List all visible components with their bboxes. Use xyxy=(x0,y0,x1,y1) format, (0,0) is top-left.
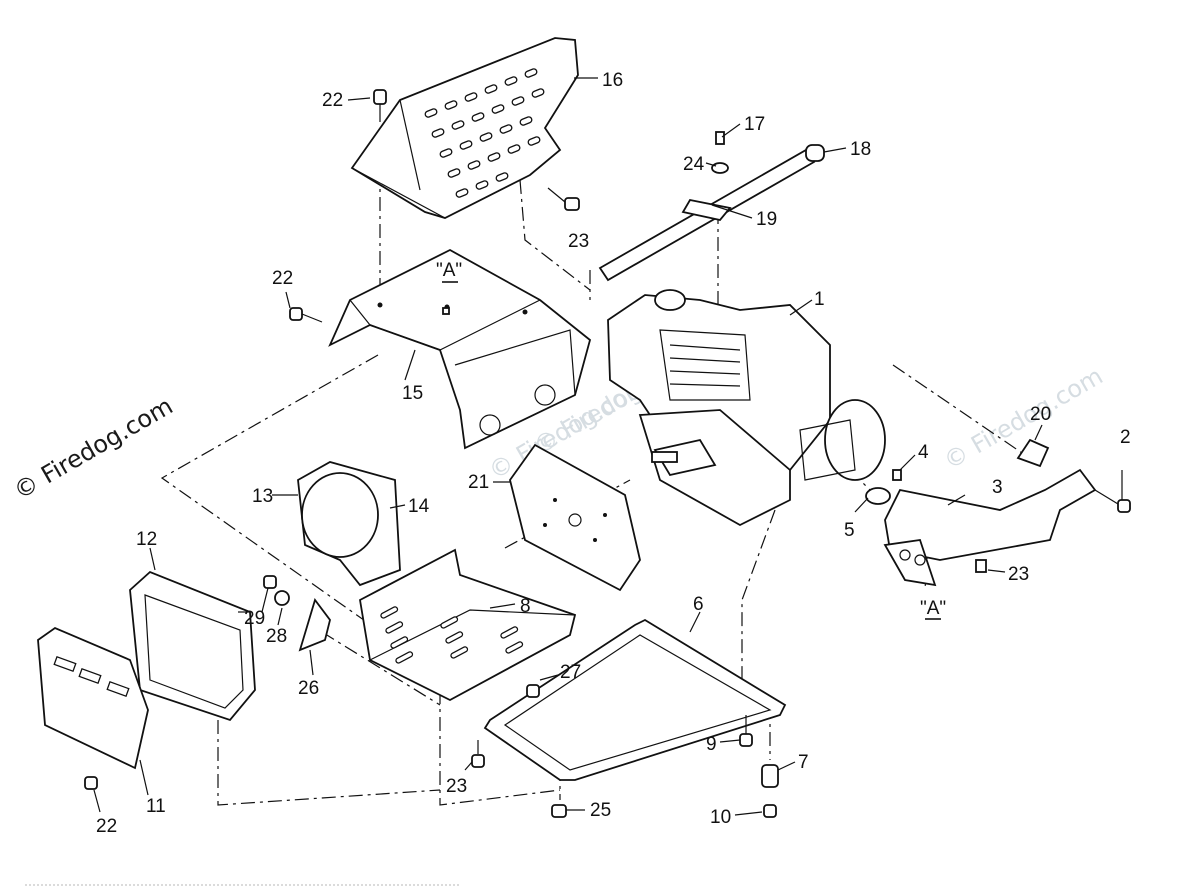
top-cover-16 xyxy=(350,37,579,219)
callout-13: 13 xyxy=(252,486,273,507)
callout-1: 1 xyxy=(814,289,825,310)
callout-28: 28 xyxy=(266,626,287,647)
gasket-20 xyxy=(1016,438,1050,468)
callout-23: 23 xyxy=(446,776,467,797)
panel-11 xyxy=(37,626,149,770)
fan-housing-13-14 xyxy=(297,461,401,587)
callout-8: 8 xyxy=(520,596,531,617)
vent-slots xyxy=(424,68,545,198)
bracket-26 xyxy=(298,598,331,652)
callout-10: 10 xyxy=(710,807,731,828)
muffler-3 xyxy=(883,438,1097,587)
callout-29: 29 xyxy=(244,608,265,629)
cap-18 xyxy=(805,144,825,162)
callout-21: 21 xyxy=(468,472,489,493)
callout-15: 15 xyxy=(402,383,423,404)
engine-1 xyxy=(607,289,886,527)
callout-14: 14 xyxy=(408,496,430,517)
callout-4: 4 xyxy=(918,442,929,463)
callout-19: 19 xyxy=(756,209,777,230)
callout-27: 27 xyxy=(560,662,581,683)
callout-16: 16 xyxy=(602,70,623,91)
callout-2: 2 xyxy=(1120,427,1131,448)
watermark-main: © Firedog.com xyxy=(9,392,178,505)
vent-slots xyxy=(380,606,524,664)
callout-5: 5 xyxy=(844,520,855,541)
callout-22: 22 xyxy=(322,90,343,111)
callout-23: 23 xyxy=(1008,564,1029,585)
plate-21 xyxy=(509,443,641,592)
vent-slots xyxy=(53,655,130,698)
callout-23: 23 xyxy=(568,231,589,252)
callout-22: 22 xyxy=(96,816,117,837)
shroud-15 xyxy=(328,248,592,450)
callout-24: 24 xyxy=(683,154,705,175)
callout-22: 22 xyxy=(272,268,293,289)
callout-3: 3 xyxy=(992,477,1003,498)
callout-26: 26 xyxy=(298,678,319,699)
callout-12: 12 xyxy=(136,529,157,550)
leader-lines xyxy=(93,77,1123,816)
panel-12 xyxy=(129,570,256,722)
callout-9: 9 xyxy=(706,734,717,755)
callout-25: 25 xyxy=(590,800,611,821)
callout-20: 20 xyxy=(1030,404,1051,425)
callout-6: 6 xyxy=(693,594,704,615)
reference-a-top: "A" xyxy=(436,260,462,281)
frame-6 xyxy=(483,618,787,781)
callout-labels: 1 2 3 4 5 6 7 8 9 10 11 12 13 14 15 16 1… xyxy=(96,70,1131,837)
callout-18: 18 xyxy=(850,139,871,160)
base-tray-8 xyxy=(359,548,577,702)
tube-19 xyxy=(598,144,825,282)
callout-7: 7 xyxy=(798,752,809,773)
callout-11: 11 xyxy=(146,796,166,817)
callout-17: 17 xyxy=(744,114,765,135)
reference-a-bottom: "A" xyxy=(920,598,946,619)
